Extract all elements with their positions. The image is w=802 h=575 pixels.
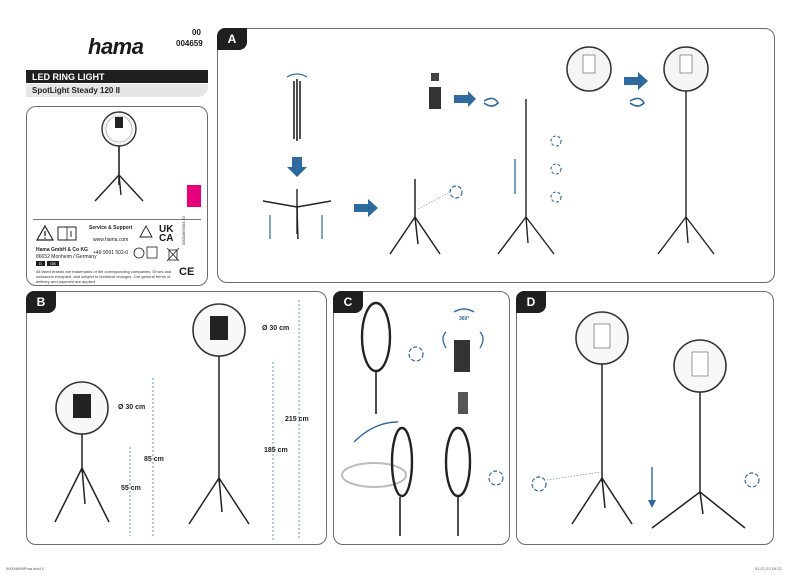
recycling-icon [139,225,153,238]
b-small-leg-height: 55 cm [121,485,141,492]
panel-b: B Ø 30 cm 85 cm 55 cm Ø 30 cm 215 cm 185… [26,291,327,545]
panel-d-illustration [531,311,760,529]
company-name: Hama GmbH & Co KG [36,247,88,253]
language-badge-gb: GB [47,261,59,266]
warning-icon [35,224,55,241]
footer-timestamp: 01.07.22 15:22 [755,566,782,571]
article-number: 004659 [176,39,203,48]
panel-d: D [516,291,774,545]
b-large-ring-diameter: Ø 30 cm [262,325,290,332]
website-link[interactable]: www.hama.com [93,237,129,243]
b-small-total-height: 85 cm [144,456,164,463]
cover-panel: Service & Support www.hama.com +49 9091 … [26,106,208,286]
language-badge-d: D [36,261,45,266]
panel-c: C 360° [333,291,510,545]
triman-icon [133,246,158,259]
ukca-mark: UK CA [159,224,174,244]
panel-b-tag: B [26,291,56,313]
product-type-bar: LED RING LIGHT [26,70,208,83]
service-title: Service & Support [89,225,133,231]
ring-light-product-image [94,111,144,202]
ce-mark: CE [179,266,195,278]
b-large-leg-height: 185 cm [264,447,288,454]
phone-number: +49 9091 502-0 [93,250,129,256]
panel-c-tag: C [333,291,363,313]
panel-d-tag: D [516,291,546,313]
panel-a-tag: A [217,28,247,50]
ukca-mark-top: UK [159,224,174,235]
brand-logo: hama [88,34,144,59]
article-code-top: 00 [192,28,201,37]
company-address: 86652 Monheim / Germany [36,254,97,260]
side-article-code: 00004659/03.22 [181,216,186,245]
c-rotation-label: 360° [459,316,470,322]
manual-icon [57,226,77,241]
product-name-bar: SpotLight Steady 120 II [26,84,208,97]
weee-bin-icon [166,247,180,262]
panel-c-illustration [341,301,504,536]
color-marker [187,185,201,207]
legal-notice: All listed brands are trademarks of the … [36,269,172,284]
ukca-mark-bottom: CA [159,233,174,244]
panel-b-illustration [54,300,300,540]
panel-a: A [217,28,775,283]
b-small-ring-diameter: Ø 30 cm [118,404,146,411]
b-large-total-height: 215 cm [285,416,309,423]
footer-file-name: 00004659Pma.indd 1 [6,566,45,571]
panel-a-illustration [262,46,715,255]
